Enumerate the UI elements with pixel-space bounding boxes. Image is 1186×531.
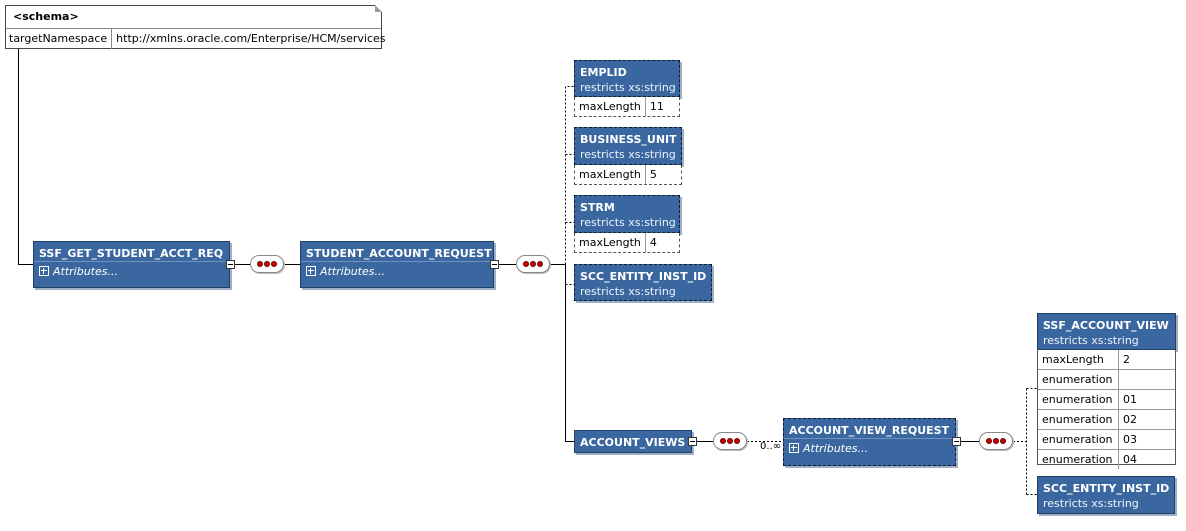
facet-row: enumeration 02 [1038,409,1175,429]
facet-value: 02 [1123,413,1137,426]
facet-value: 2 [1123,353,1130,366]
facet-key: maxLength [575,233,646,252]
facet-value: 11 [649,100,664,113]
sequence-compositor-1[interactable] [250,255,284,273]
schema-attribute-row: targetNamespace http://xmlns.oracle.com/… [6,29,385,49]
collapse-minus-icon[interactable] [952,437,961,446]
element-account-views[interactable]: ACCOUNT_VIEWS [574,430,692,453]
element-restricts: restricts xs:string [580,81,676,94]
element-ssf-account-view[interactable]: SSF_ACCOUNT_VIEW restricts xs:string [1037,313,1176,350]
element-name: SCC_ENTITY_INST_ID [1043,482,1170,495]
schema-title: <schema> [6,6,381,29]
seq-dot-icon [530,261,536,267]
element-student-account-request[interactable]: STUDENT_ACCOUNT_REQUEST Attributes... [300,241,494,288]
facet-value: 03 [1123,433,1137,446]
facet-table-strm: maxLength 4 [574,233,680,253]
seq-dot-icon [986,438,992,444]
seq-dot-icon [271,261,277,267]
element-restricts: restricts xs:string [1043,334,1139,347]
facet-value: 5 [649,168,657,181]
seq-dot-icon [257,261,263,267]
seq-dot-icon [727,438,733,444]
facet-key: enumeration [1038,410,1119,429]
element-restricts: restricts xs:string [580,285,676,298]
facet-table-ssf-account-view: maxLength 2 enumeration enumeration 01 enu… [1037,350,1176,469]
attributes-label: Attributes... [803,442,868,455]
attributes-toggle[interactable]: Attributes... [34,261,229,282]
element-name: BUSINESS_UNIT [580,133,677,146]
element-name: ACCOUNT_VIEW_REQUEST [789,424,950,437]
element-restricts: restricts xs:string [1043,497,1139,510]
element-scc-entity-inst-id[interactable]: SCC_ENTITY_INST_ID restricts xs:string [574,264,712,301]
facet-table-business-unit: maxLength 5 [574,165,682,185]
facet-key: enumeration [1038,430,1119,449]
element-name: SSF_GET_STUDENT_ACCT_REQ [39,247,224,260]
facet-row: enumeration [1038,369,1175,389]
sequence-compositor-2[interactable] [516,255,550,273]
element-name: STRM [580,201,615,214]
seq-dot-icon [537,261,543,267]
element-restricts: restricts xs:string [580,148,676,161]
facet-row: enumeration 01 [1038,389,1175,409]
seq-dot-icon [523,261,529,267]
attributes-toggle[interactable]: Attributes... [301,261,493,282]
cardinality-label: 0..∞ [760,441,782,452]
element-business-unit[interactable]: BUSINESS_UNIT restricts xs:string [574,127,682,165]
element-name: ACCOUNT_VIEWS [580,436,686,449]
facet-row: enumeration 04 [1038,449,1175,469]
schema-attr-name: targetNamespace [6,29,113,49]
element-account-view-request[interactable]: ACCOUNT_VIEW_REQUEST Attributes... [783,418,956,466]
facet-key: maxLength [1038,350,1119,369]
seq-dot-icon [993,438,999,444]
facet-key: maxLength [575,165,646,184]
element-strm[interactable]: STRM restricts xs:string [574,195,680,233]
sequence-compositor-4[interactable] [979,432,1013,450]
facet-table-emplid: maxLength 11 [574,97,680,117]
expand-plus-icon[interactable] [39,266,49,276]
collapse-minus-icon[interactable] [688,437,697,446]
facet-value: 01 [1123,393,1137,406]
facet-value: 4 [649,236,657,249]
facet-row: enumeration 03 [1038,429,1175,449]
facet-row: maxLength 4 [575,233,679,252]
collapse-minus-icon[interactable] [490,260,499,269]
facet-row: maxLength 2 [1038,350,1175,369]
element-emplid[interactable]: EMPLID restricts xs:string [574,60,680,97]
element-ssf-get-student-acct-req[interactable]: SSF_GET_STUDENT_ACCT_REQ Attributes... [33,241,230,288]
element-name: SCC_ENTITY_INST_ID [580,270,707,283]
element-name: STUDENT_ACCOUNT_REQUEST [306,247,492,260]
facet-key: maxLength [575,97,646,116]
seq-dot-icon [720,438,726,444]
schema-attr-value: http://xmlns.oracle.com/Enterprise/HCM/s… [116,32,386,45]
attributes-toggle[interactable]: Attributes... [784,438,955,459]
facet-row: maxLength 11 [575,97,679,116]
seq-dot-icon [264,261,270,267]
facet-row: maxLength 5 [575,165,681,184]
facet-value [1119,370,1127,389]
expand-plus-icon[interactable] [306,266,316,276]
facet-value: 04 [1123,453,1137,466]
attributes-label: Attributes... [320,265,385,278]
facet-key: enumeration [1038,390,1119,409]
seq-dot-icon [734,438,740,444]
element-scc-entity-inst-id-2[interactable]: SCC_ENTITY_INST_ID restricts xs:string [1037,476,1175,514]
facet-key: enumeration [1038,450,1119,469]
element-restricts: restricts xs:string [580,216,676,229]
attributes-label: Attributes... [53,265,118,278]
schema-box: <schema> targetNamespace http://xmlns.or… [5,5,385,49]
element-name: SSF_ACCOUNT_VIEW [1043,319,1169,332]
facet-key: enumeration [1038,370,1119,389]
sequence-compositor-3[interactable] [713,432,747,450]
schema-fold-corner [375,5,382,12]
collapse-minus-icon[interactable] [226,260,235,269]
seq-dot-icon [1000,438,1006,444]
element-name: EMPLID [580,66,627,79]
expand-plus-icon[interactable] [789,443,799,453]
